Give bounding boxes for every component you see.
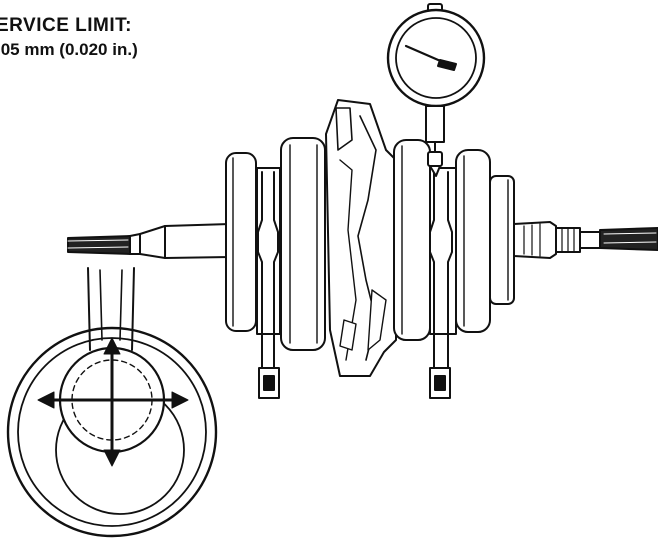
flywheel-left-outer <box>225 152 257 332</box>
right-support-rod <box>599 227 658 251</box>
connecting-rod-right <box>429 167 457 399</box>
dial-indicator <box>386 3 486 177</box>
caption-value: .05 mm (0.020 in.) <box>0 40 138 59</box>
right-hub <box>489 175 515 305</box>
flywheel-left-inner <box>280 137 326 351</box>
flywheel-right-inner <box>393 139 431 341</box>
connecting-rod-left <box>256 167 281 399</box>
service-limit-caption: ERVICE LIMIT: .05 mm (0.020 in.) <box>0 14 138 62</box>
caption-heading: ERVICE LIMIT: <box>0 15 132 36</box>
movement-arrows <box>37 337 189 467</box>
flywheel-right-outer <box>455 149 491 333</box>
left-shaft <box>129 223 231 259</box>
left-support-rod <box>67 235 133 255</box>
crankcase-center <box>325 99 397 377</box>
right-shaft <box>513 221 601 259</box>
